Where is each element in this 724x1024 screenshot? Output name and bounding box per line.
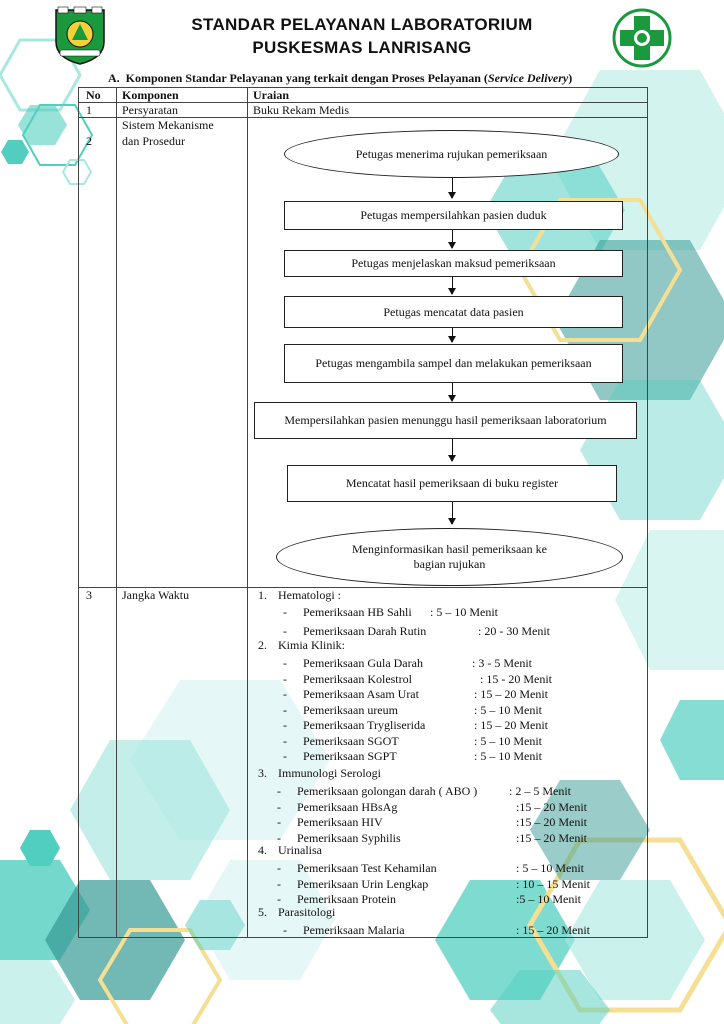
waktu-item-duration: : 5 – 10 Menit <box>430 605 498 619</box>
pinrang-regency-logo <box>55 6 105 65</box>
row3-komponen: Jangka Waktu <box>122 588 190 602</box>
waktu-item-duration: : 5 – 10 Menit <box>474 749 542 763</box>
bullet-dash: - <box>277 830 281 845</box>
row1-no: 1 <box>86 103 92 117</box>
column-header-no: No <box>86 88 101 102</box>
flow-arrow <box>448 439 456 462</box>
waktu-item-name: Pemeriksaan Urin Lengkap <box>297 876 429 891</box>
flow-arrow <box>448 178 456 199</box>
waktu-group-number: 2. <box>258 638 267 652</box>
waktu-item-duration: : 5 – 10 Menit <box>474 733 542 748</box>
row2-komponen-line1: Sistem Mekanisme <box>122 118 214 132</box>
waktu-item-name: Pemeriksaan golongan darah ( ABO ) <box>297 784 478 798</box>
flow-arrow <box>448 502 456 525</box>
flow-step-8: Menginformasikan hasil pemeriksaan ke ba… <box>276 528 623 586</box>
bullet-dash: - <box>283 923 287 937</box>
waktu-item-name: Pemeriksaan HIV <box>297 815 383 829</box>
waktu-group-label: Urinalisa <box>278 843 322 857</box>
waktu-item-name: Pemeriksaan Darah Rutin <box>303 624 427 638</box>
row2-no: 2 <box>86 134 92 148</box>
flow-step-5: Petugas mengambila sampel dan melakukan … <box>284 344 623 383</box>
bullet-dash: - <box>283 624 287 638</box>
bullet-dash: - <box>277 815 281 829</box>
waktu-item-duration: : 2 – 5 Menit <box>509 784 571 798</box>
waktu-item-name: Pemeriksaan Gula Darah <box>303 656 423 670</box>
flow-arrow <box>448 277 456 295</box>
flow-arrow <box>448 328 456 343</box>
waktu-item-duration: : 10 – 15 Menit <box>516 876 590 891</box>
waktu-item-duration: :15 – 20 Menit <box>516 815 587 829</box>
waktu-group-number: 3. <box>258 766 267 780</box>
waktu-item-name: Pemeriksaan Protein <box>297 892 396 906</box>
waktu-item-duration: : 5 – 10 Menit <box>516 861 584 875</box>
waktu-item-duration: : 3 - 5 Menit <box>472 656 532 670</box>
bullet-dash: - <box>277 892 281 906</box>
waktu-item-name: Pemeriksaan Syphilis <box>297 830 401 845</box>
bullet-dash: - <box>277 784 281 798</box>
bullet-dash: - <box>277 799 281 814</box>
waktu-item-duration: : 15 – 20 Menit <box>474 718 548 732</box>
row1-uraian: Buku Rekam Medis <box>253 103 349 117</box>
bullet-dash: - <box>277 876 281 891</box>
bullet-dash: - <box>283 702 287 717</box>
puskesmas-logo <box>612 8 672 68</box>
waktu-group-number: 4. <box>258 843 267 857</box>
waktu-group-label: Parasitologi <box>278 905 336 919</box>
waktu-item-name: Pemeriksaan HB Sahli <box>303 605 412 619</box>
waktu-group-label: Hematologi : <box>278 588 341 602</box>
waktu-item-duration: : 15 – 20 Menit <box>474 687 548 701</box>
bullet-dash: - <box>283 671 287 686</box>
bullet-dash: - <box>283 605 287 619</box>
row3-no: 3 <box>86 588 92 602</box>
page-title-line1: STANDAR PELAYANAN LABORATORIUM <box>191 15 533 34</box>
waktu-item-name: Pemeriksaan ureum <box>303 702 398 717</box>
waktu-item-name: Pemeriksaan Test Kehamilan <box>297 861 437 875</box>
waktu-item-name: Pemeriksaan Asam Urat <box>303 687 419 701</box>
bullet-dash: - <box>283 718 287 732</box>
bullet-dash: - <box>283 687 287 701</box>
waktu-item-name: Pemeriksaan SGOT <box>303 733 399 748</box>
bullet-dash: - <box>283 733 287 748</box>
bullet-dash: - <box>283 749 287 763</box>
waktu-item-duration: :5 – 10 Menit <box>516 892 581 906</box>
waktu-item-name: Pemeriksaan SGPT <box>303 749 397 763</box>
flow-step-1: Petugas menerima rujukan pemeriksaan <box>284 130 619 178</box>
waktu-item-name: Pemeriksaan HBsAg <box>297 799 398 814</box>
section-title: A. Komponen Standar Pelayanan yang terka… <box>108 71 573 85</box>
waktu-item-name: Pemeriksaan Kolestrol <box>303 671 412 686</box>
bullet-dash: - <box>277 861 281 875</box>
page-title-line2: PUSKESMAS LANRISANG <box>252 38 472 57</box>
waktu-item-duration: : 5 – 10 Menit <box>474 702 542 717</box>
row1-komponen: Persyaratan <box>122 103 178 117</box>
waktu-item-duration: : 15 – 20 Menit <box>516 923 590 937</box>
flow-step-6: Mempersilahkan pasien menunggu hasil pem… <box>254 402 637 439</box>
flow-step-8-line1: Menginformasikan hasil pemeriksaan ke <box>352 542 547 556</box>
waktu-group-number: 1. <box>258 588 267 602</box>
waktu-group-label: Immunologi Serologi <box>278 766 381 780</box>
waktu-item-duration: :15 – 20 Menit <box>516 830 587 845</box>
waktu-item-duration: : 15 - 20 Menit <box>480 671 552 686</box>
row2-komponen-line2: dan Prosedur <box>122 134 185 148</box>
bullet-dash: - <box>283 656 287 670</box>
waktu-item-duration: : 20 - 30 Menit <box>478 624 550 638</box>
waktu-item-name: Pemeriksaan Trygliserida <box>303 718 426 732</box>
flow-step-4: Petugas mencatat data pasien <box>284 296 623 328</box>
flow-step-3: Petugas menjelaskan maksud pemeriksaan <box>284 250 623 277</box>
flow-step-8-line2: bagian rujukan <box>413 557 486 571</box>
flow-arrow <box>448 383 456 402</box>
flow-step-7: Mencatat hasil pemeriksaan di buku regis… <box>287 465 617 502</box>
column-header-uraian: Uraian <box>253 88 289 102</box>
waktu-group-number: 5. <box>258 905 267 919</box>
waktu-group-label: Kimia Klinik: <box>278 638 345 652</box>
flow-arrow <box>448 230 456 249</box>
waktu-item-name: Pemeriksaan Malaria <box>303 923 405 937</box>
flow-step-2: Petugas mempersilahkan pasien duduk <box>284 201 623 230</box>
column-header-komponen: Komponen <box>122 88 179 102</box>
waktu-item-duration: :15 – 20 Menit <box>516 799 587 814</box>
